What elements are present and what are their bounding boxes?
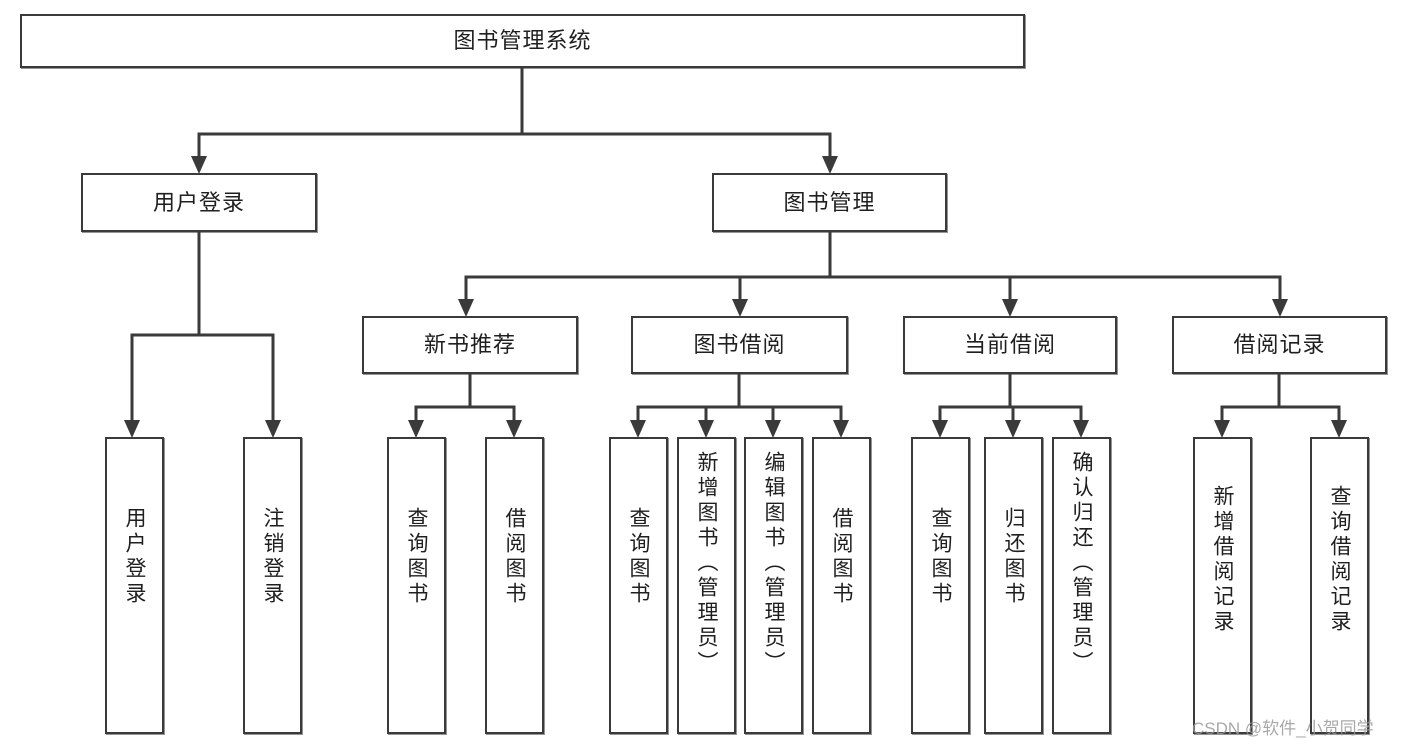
- arrow-head: [1002, 299, 1018, 317]
- node-label: 查询图书: [405, 507, 428, 607]
- node-leaf-query-borrow-record[interactable]: 查询借阅记录: [1310, 437, 1369, 734]
- arrow-head: [458, 299, 474, 317]
- node-leaf-query-book-3[interactable]: 查询图书: [911, 437, 970, 734]
- node-label: 注销登录: [261, 507, 284, 607]
- arrow-head: [408, 420, 424, 438]
- arrow-head: [698, 420, 714, 438]
- node-label: 新增图书（管理员）: [695, 451, 718, 676]
- node-leaf-logout[interactable]: 注销登录: [243, 437, 302, 734]
- node-leaf-user-login[interactable]: 用户登录: [105, 437, 164, 734]
- node-label: 查询图书: [929, 507, 952, 607]
- node-leaf-add-book-admin[interactable]: 新增图书（管理员）: [677, 437, 736, 734]
- node-label: 查询借阅记录: [1328, 485, 1351, 635]
- node-label: 新书推荐: [423, 332, 516, 358]
- node-label: 图书借阅: [693, 332, 786, 358]
- node-leaf-return-book[interactable]: 归还图书: [984, 437, 1043, 734]
- node-label: 编辑图书（管理员）: [762, 451, 785, 676]
- arrow-head: [265, 420, 281, 438]
- arrow-head: [1005, 420, 1021, 438]
- node-label: 归还图书: [1002, 507, 1025, 607]
- node-label: 确认归还（管理员）: [1070, 451, 1093, 676]
- node-label: 当前借阅: [963, 332, 1056, 358]
- node-label: 图书管理系统: [453, 28, 592, 54]
- arrow-head: [506, 420, 522, 438]
- node-leaf-borrow-book-1[interactable]: 借阅图书: [485, 437, 544, 734]
- arrow-head: [833, 420, 849, 438]
- node-label: 借阅记录: [1233, 332, 1326, 358]
- node-book-borrow[interactable]: 图书借阅: [631, 316, 848, 374]
- node-leaf-borrow-book-2[interactable]: 借阅图书: [812, 437, 871, 734]
- node-root-system[interactable]: 图书管理系统: [20, 14, 1025, 68]
- node-book-management[interactable]: 图书管理: [712, 173, 947, 232]
- node-label: 查询图书: [627, 507, 650, 607]
- arrow-head: [191, 156, 207, 174]
- arrow-head: [1331, 420, 1347, 438]
- node-leaf-query-book-1[interactable]: 查询图书: [387, 437, 446, 734]
- arrow-head: [932, 420, 948, 438]
- arrow-head: [732, 299, 748, 317]
- node-leaf-query-book-2[interactable]: 查询图书: [609, 437, 668, 734]
- arrow-head: [1073, 420, 1089, 438]
- node-label: 新增借阅记录: [1211, 485, 1234, 635]
- arrow-head: [124, 420, 140, 438]
- node-user-login[interactable]: 用户登录: [81, 173, 317, 232]
- arrow-head: [1272, 299, 1288, 317]
- arrow-head: [822, 156, 838, 174]
- node-label: 借阅图书: [503, 507, 526, 607]
- node-leaf-edit-book-admin[interactable]: 编辑图书（管理员）: [744, 437, 803, 734]
- node-new-book-recommend[interactable]: 新书推荐: [362, 316, 578, 374]
- node-label: 用户登录: [123, 507, 146, 607]
- node-current-borrow[interactable]: 当前借阅: [903, 316, 1117, 374]
- node-leaf-confirm-return-admin[interactable]: 确认归还（管理员）: [1052, 437, 1111, 734]
- csdn-watermark: CSDN @软件_小贺同学: [1192, 719, 1374, 738]
- node-label: 用户登录: [152, 189, 245, 215]
- node-borrow-record[interactable]: 借阅记录: [1172, 316, 1387, 374]
- node-label: 图书管理: [783, 189, 876, 215]
- arrow-head: [1214, 420, 1230, 438]
- node-label: 借阅图书: [830, 507, 853, 607]
- arrow-head: [630, 420, 646, 438]
- arrow-head: [765, 420, 781, 438]
- node-leaf-add-borrow-record[interactable]: 新增借阅记录: [1193, 437, 1252, 734]
